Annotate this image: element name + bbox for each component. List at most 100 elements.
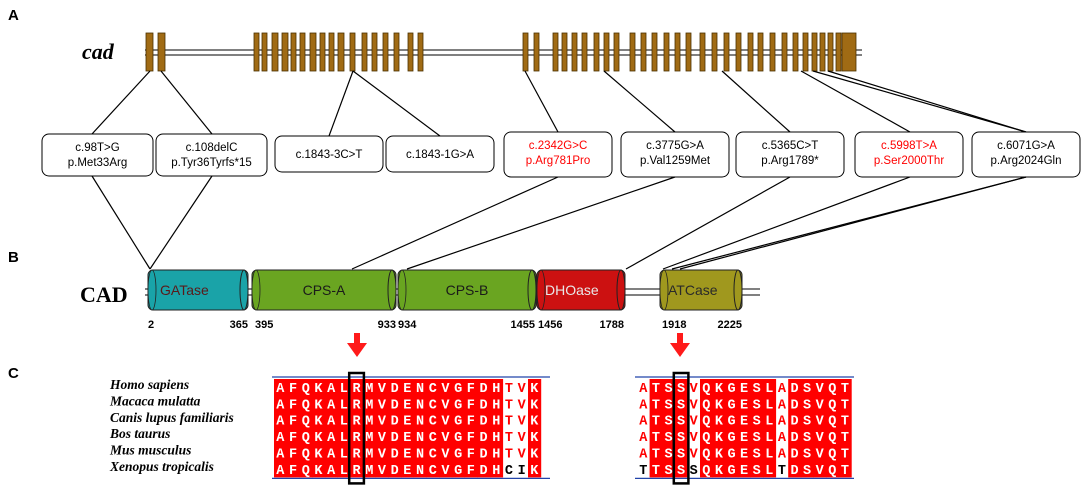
- residue: G: [454, 415, 462, 430]
- residue: Q: [702, 448, 710, 463]
- highlight-box: [347, 371, 366, 485]
- connector-line: [406, 176, 676, 270]
- residue: F: [467, 415, 475, 430]
- exon: [811, 32, 818, 72]
- exon: [781, 32, 788, 72]
- domain-label: ATCase: [668, 282, 718, 298]
- residue: F: [289, 448, 297, 463]
- residue: K: [314, 464, 323, 479]
- residue: S: [677, 464, 685, 479]
- residue: G: [454, 448, 462, 463]
- variant-box: c.1843-1G>A: [385, 135, 495, 173]
- residue: I: [518, 464, 526, 479]
- residue: T: [505, 415, 513, 430]
- conserved-column: [299, 379, 313, 478]
- residue: E: [740, 398, 748, 413]
- residue: L: [340, 382, 348, 397]
- residue: T: [652, 415, 660, 430]
- conserved-column: [813, 379, 827, 478]
- residue: A: [639, 415, 648, 430]
- exon: [309, 32, 317, 72]
- residue: M: [365, 464, 373, 479]
- residue: F: [289, 431, 297, 446]
- residue: K: [314, 382, 323, 397]
- residue: Q: [702, 398, 710, 413]
- connector-line: [328, 70, 354, 137]
- residue: K: [530, 398, 539, 413]
- residue: S: [753, 382, 761, 397]
- residue: V: [518, 382, 527, 397]
- residue: Q: [828, 431, 836, 446]
- exon: [685, 32, 692, 72]
- variant-box: c.3775G>Ap.Val1259Met: [620, 131, 730, 178]
- residue: D: [391, 448, 399, 463]
- exon: [819, 32, 826, 72]
- residue: G: [727, 415, 735, 430]
- exon: [349, 32, 356, 72]
- species-name: Canis lupus familiaris: [110, 410, 234, 425]
- residue: S: [803, 382, 811, 397]
- residue: V: [690, 382, 699, 397]
- variant-cdna: c.98T>G: [75, 142, 119, 154]
- conserved-column: [700, 379, 714, 478]
- residue: S: [664, 382, 672, 397]
- domain-position: 1918: [662, 319, 686, 331]
- residue: Q: [302, 415, 310, 430]
- residue: G: [727, 464, 735, 479]
- residue: E: [740, 382, 748, 397]
- exon: [407, 32, 414, 72]
- exon: [382, 32, 389, 72]
- residue: L: [765, 415, 773, 430]
- domain-cap: [397, 269, 407, 311]
- residue: G: [454, 431, 462, 446]
- residue: S: [803, 431, 811, 446]
- residue: N: [416, 431, 424, 446]
- variant-box-outline: [385, 135, 495, 173]
- exon: [371, 32, 378, 72]
- residue: R: [352, 398, 361, 413]
- conserved-column: [649, 379, 663, 478]
- residue: M: [365, 431, 373, 446]
- exon: [613, 32, 620, 72]
- residue: S: [803, 398, 811, 413]
- residue: Q: [702, 431, 710, 446]
- residue: S: [753, 431, 761, 446]
- residue: R: [352, 382, 361, 397]
- residue: T: [841, 464, 849, 479]
- residue: Q: [302, 382, 310, 397]
- exon: [674, 32, 681, 72]
- residue: M: [365, 448, 373, 463]
- residue: V: [690, 415, 699, 430]
- conserved-column: [464, 379, 478, 478]
- residue: F: [289, 398, 297, 413]
- domain-cap: [659, 269, 669, 311]
- residue: T: [652, 464, 660, 479]
- domain-gatase: GATase: [147, 269, 249, 311]
- residue: A: [639, 398, 648, 413]
- residue: S: [753, 448, 761, 463]
- residue: K: [715, 398, 724, 413]
- conserved-column: [712, 379, 726, 478]
- residue: E: [403, 448, 411, 463]
- domain-label: CPS-A: [303, 282, 346, 298]
- residue: Q: [828, 398, 836, 413]
- exon: [581, 32, 588, 72]
- residue: N: [416, 415, 424, 430]
- residue: S: [664, 415, 672, 430]
- variant-protein: p.Arg2024Gln: [991, 155, 1062, 167]
- residue: A: [639, 448, 648, 463]
- residue: K: [715, 464, 724, 479]
- residue: L: [765, 431, 773, 446]
- residue: E: [740, 464, 748, 479]
- residue: G: [727, 448, 735, 463]
- residue: V: [690, 431, 699, 446]
- residue: V: [518, 398, 527, 413]
- species-name: Xenopus tropicalis: [109, 459, 214, 474]
- domain-cap: [616, 269, 626, 311]
- residue: A: [276, 464, 285, 479]
- residue: L: [765, 464, 773, 479]
- residue: L: [340, 464, 348, 479]
- exon: [417, 32, 424, 72]
- residue: D: [391, 415, 399, 430]
